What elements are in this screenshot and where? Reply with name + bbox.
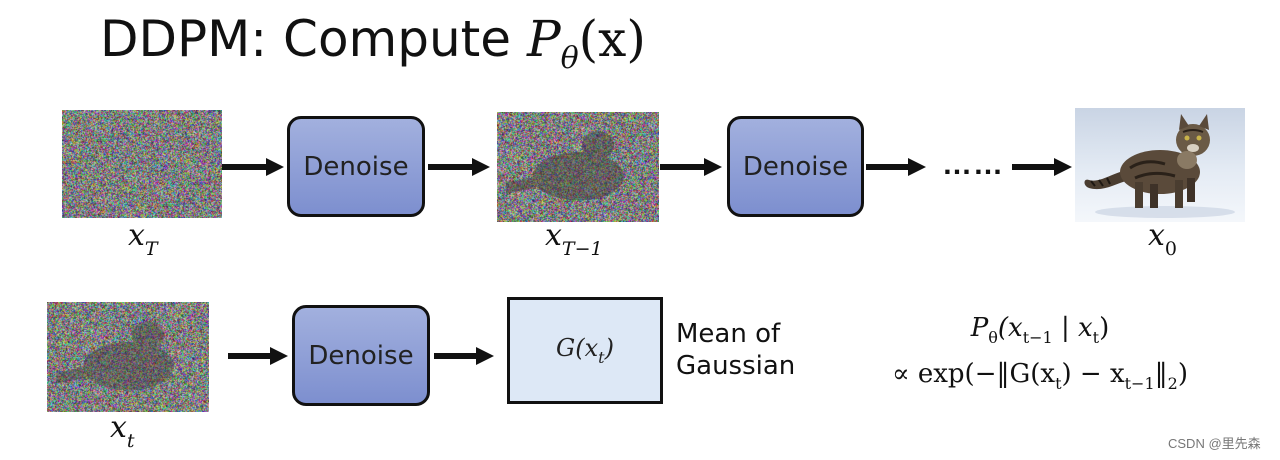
gaussian-caption: Mean of Gaussian xyxy=(676,318,795,382)
gaussian-mean-box: G(xt) xyxy=(507,297,663,404)
label-xT: xT xyxy=(128,218,158,260)
cat-photo xyxy=(1075,108,1245,222)
g-function-label: G(xt) xyxy=(556,334,614,367)
denoise-label: Denoise xyxy=(308,340,414,371)
caption-line-2: Gaussian xyxy=(676,351,796,381)
caption-line-1: Mean of xyxy=(676,319,781,349)
label-xT-minus-1: xT−1 xyxy=(545,218,603,260)
arrowhead xyxy=(270,347,288,365)
arrowhead xyxy=(704,158,722,176)
label-x0: x0 xyxy=(1148,218,1178,260)
formula-line-1: Pθ(xt−1 | xt) xyxy=(970,313,1110,347)
arrowhead xyxy=(908,158,926,176)
arrowhead xyxy=(1054,158,1072,176)
denoise-label: Denoise xyxy=(742,151,849,182)
slide-title: DDPM: Compute Pθ(x) xyxy=(100,6,646,92)
arrowhead xyxy=(472,158,490,176)
noise-image-xT xyxy=(62,110,222,218)
ellipsis: …… xyxy=(942,148,1004,181)
denoise-box-3: Denoise xyxy=(292,305,430,406)
arrowhead xyxy=(476,347,494,365)
noise-image-xT-minus-1 xyxy=(497,112,659,222)
title-text: DDPM: Compute xyxy=(100,10,527,68)
title-math: Pθ(x) xyxy=(526,10,646,76)
formula-line-2: ∝ exp(−‖G(xt) − xt−1‖2) xyxy=(892,359,1188,393)
denoise-box-1: Denoise xyxy=(287,116,425,217)
arrowhead xyxy=(266,158,284,176)
probability-formula: Pθ(xt−1 | xt) ∝ exp(−‖G(xt) − xt−1‖2) xyxy=(840,310,1240,402)
denoise-box-2: Denoise xyxy=(727,116,864,217)
denoise-label: Denoise xyxy=(303,151,409,182)
label-xt: xt xyxy=(110,410,135,452)
watermark: CSDN @里先森 xyxy=(1168,436,1261,451)
noise-image-xt xyxy=(47,302,209,412)
